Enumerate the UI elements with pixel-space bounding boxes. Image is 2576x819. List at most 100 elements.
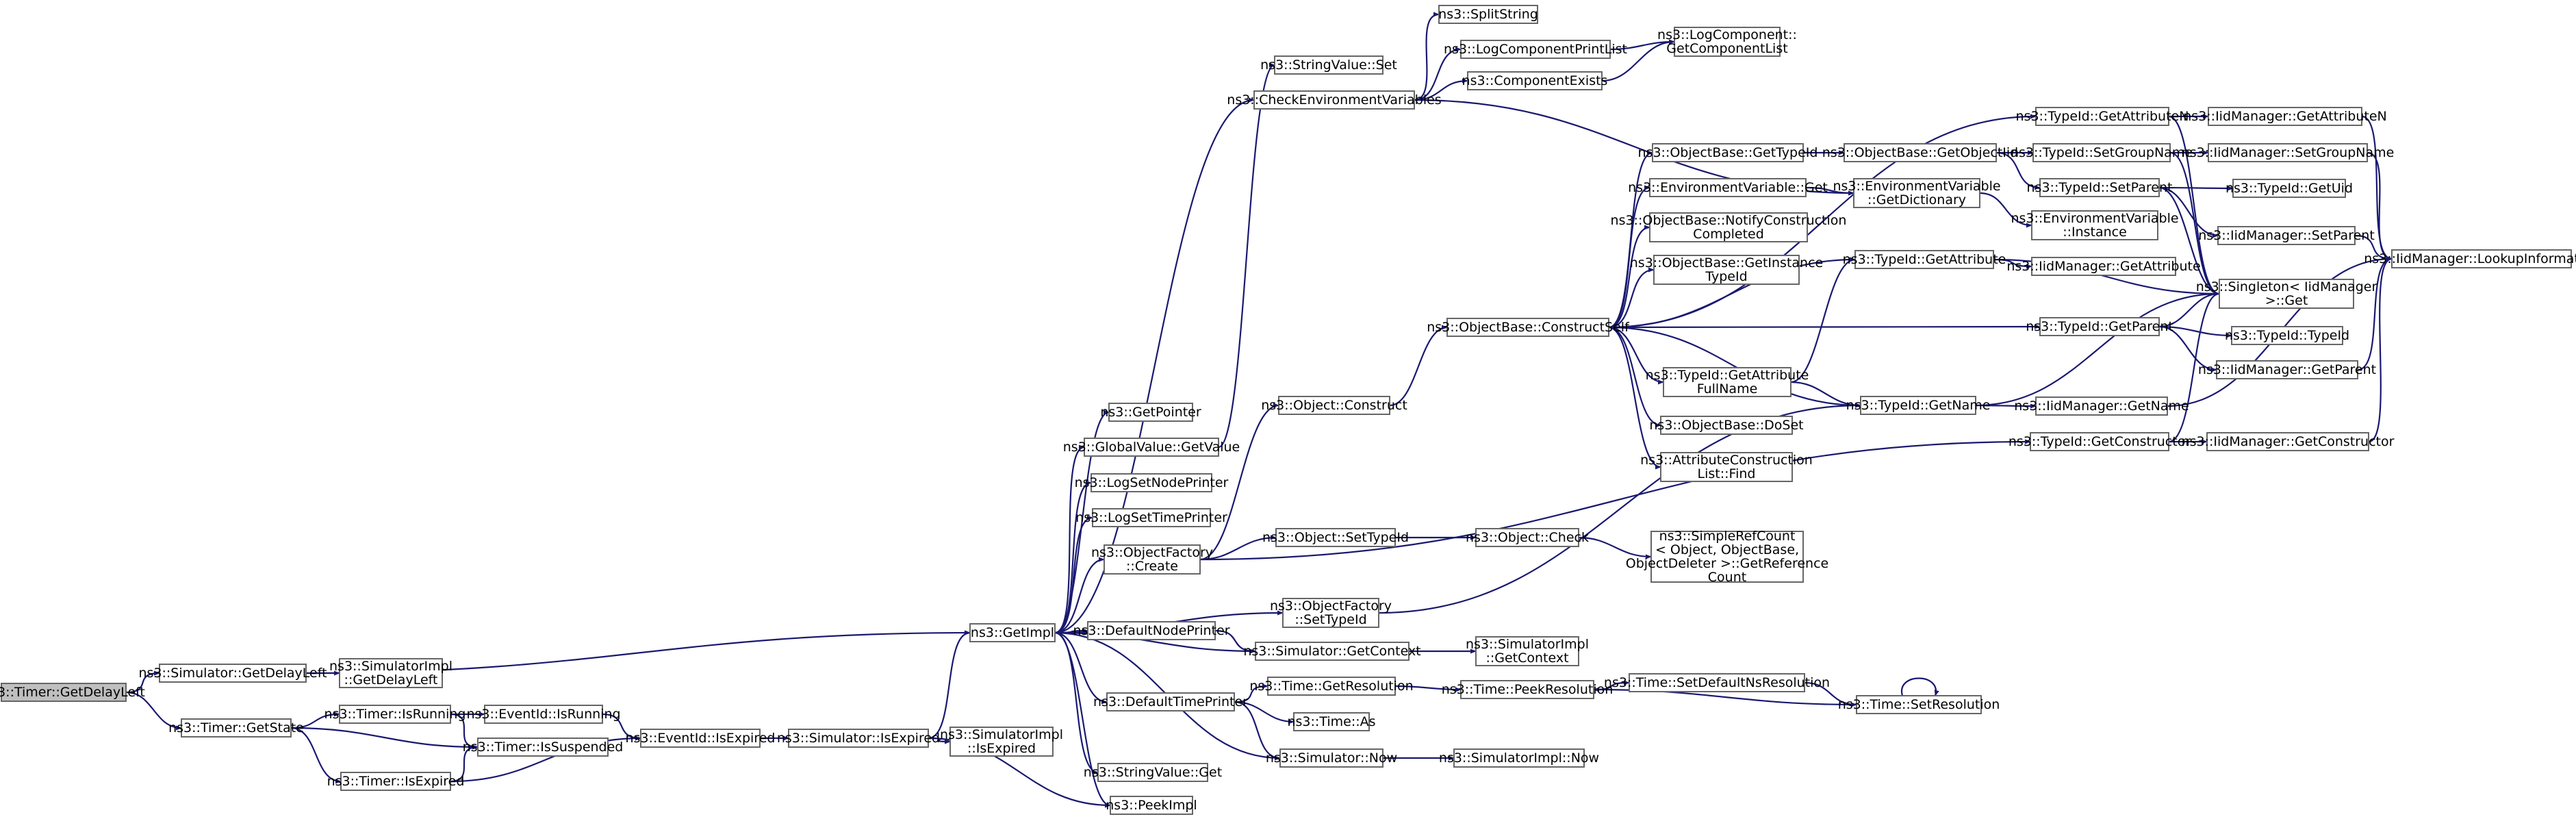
node-object_construct[interactable]: ns3::Object::Construct xyxy=(1261,396,1407,415)
node-componentexists[interactable]: ns3::ComponentExists xyxy=(1462,71,1608,90)
edge-typeid_getattrfullname-to-typeid_getattribute xyxy=(1790,257,1856,383)
node-logcomponentprintlist[interactable]: ns3::LogComponentPrintList xyxy=(1444,40,1627,59)
node-box xyxy=(1660,452,1793,482)
node-typeid_setparent[interactable]: ns3::TypeId::SetParent xyxy=(2027,178,2173,197)
node-defaulttimeprinter[interactable]: ns3::DefaultTimePrinter xyxy=(1093,692,1248,711)
node-object_check[interactable]: ns3::Object::Check xyxy=(1466,528,1589,547)
node-typeid_setgroupname[interactable]: ns3::TypeId::SetGroupName xyxy=(2011,143,2193,162)
node-box xyxy=(1853,178,1980,208)
edge-getimpl-to-checkenvvars xyxy=(1054,97,1255,634)
node-time_peekresolution[interactable]: ns3::Time::PeekResolution xyxy=(1442,680,1614,699)
node-time_getresolution[interactable]: ns3::Time::GetResolution xyxy=(1249,677,1414,696)
edge-checkenvvars-to-splitstring xyxy=(1414,12,1440,101)
node-box xyxy=(1663,367,1791,397)
node-objectfactory_settypeid[interactable]: ns3::ObjectFactory::SetTypeId xyxy=(1270,598,1392,628)
node-envvar_instance[interactable]: ns3::EnvironmentVariable::Instance xyxy=(2011,210,2179,240)
node-sim_isexpired[interactable]: ns3::Simulator::IsExpired xyxy=(777,729,940,748)
node-objectbase_notify[interactable]: ns3::ObjectBase::NotifyConstructionCompl… xyxy=(1611,212,1847,242)
node-singleton_get[interactable]: ns3::Singleton< IidManager >::Get xyxy=(2196,279,2377,309)
node-objectbase_constructself[interactable]: ns3::ObjectBase::ConstructSelf xyxy=(1427,318,1630,337)
node-typeid_getparent[interactable]: ns3::TypeId::GetParent xyxy=(2026,317,2173,336)
node-box xyxy=(2035,396,2168,416)
node-label: ns3::Simulator::GetContext xyxy=(1243,644,1420,659)
node-logcomponent_getlist[interactable]: ns3::LogComponent::GetComponentList xyxy=(1657,27,1797,57)
node-simplerefcount[interactable]: ns3::SimpleRefCount< Object, ObjectBase,… xyxy=(1626,529,1828,585)
node-typeid_getconstructor[interactable]: ns3::TypeId::GetConstructor xyxy=(2008,432,2191,451)
node-label: ns3::Simulator::IsExpired xyxy=(777,731,940,746)
node-defaultnodeprinter[interactable]: ns3::DefaultNodePrinter xyxy=(1073,621,1230,640)
node-typeid_typeid[interactable]: ns3::TypeId::TypeId xyxy=(2225,326,2349,345)
node-timer_isrunning[interactable]: ns3::Timer::IsRunning xyxy=(324,705,466,724)
edge-objectbase_constructself-to-typeid_getname xyxy=(1608,326,1861,408)
node-object_settypeid[interactable]: ns3::Object::SetTypeId xyxy=(1262,528,1409,547)
node-iid_getname[interactable]: ns3::IidManager::GetName xyxy=(2014,396,2189,416)
node-splitstring[interactable]: ns3::SplitString xyxy=(1438,5,1538,24)
node-box xyxy=(1650,531,1804,583)
node-label: ::Create xyxy=(1126,559,1178,574)
node-simimpl_getcontext[interactable]: ns3::SimulatorImpl::GetContext xyxy=(1466,636,1589,666)
node-eventid_isrunning[interactable]: ns3::EventId::IsRunning xyxy=(466,705,621,724)
node-typeid_getuid[interactable]: ns3::TypeId::GetUid xyxy=(2226,179,2353,198)
node-getpointer[interactable]: ns3::GetPointer xyxy=(1100,403,1201,422)
edge-timer_getdelayleft-to-timer_getstate xyxy=(125,691,182,731)
node-label: List::Find xyxy=(1698,466,1756,481)
node-iid_setgroupname[interactable]: ns3::IidManager::SetGroupName xyxy=(2182,143,2395,162)
node-timer_isexpired[interactable]: ns3::Timer::IsExpired xyxy=(327,772,465,791)
node-simimpl_isexpired[interactable]: ns3::SimulatorImpl::IsExpired xyxy=(940,727,1063,757)
node-stringvalue_get[interactable]: ns3::StringValue::Get xyxy=(1084,763,1222,782)
node-box xyxy=(1282,598,1379,628)
node-time_setdefaultnsresolution[interactable]: ns3::Time::SetDefaultNsResolution xyxy=(1604,673,1830,692)
node-objectbase_gettypeid[interactable]: ns3::ObjectBase::GetTypeId xyxy=(1638,143,1818,162)
node-stringvalue_set[interactable]: ns3::StringValue::Set xyxy=(1260,55,1397,75)
node-timer_getdelayleft[interactable]: ns3::Timer::GetDelayLeft xyxy=(0,683,145,702)
node-box xyxy=(484,705,603,724)
node-timer_issuspended[interactable]: ns3::Timer::IsSuspended xyxy=(463,738,624,757)
node-sim_getdelayleft[interactable]: ns3::Simulator::GetDelayLeft xyxy=(138,664,327,683)
node-label: ns3::Time::SetResolution xyxy=(1838,697,2000,712)
node-box xyxy=(1854,250,1994,269)
node-peekimpl[interactable]: ns3::PeekImpl xyxy=(1106,796,1197,815)
node-objectfactory_create[interactable]: ns3::ObjectFactory::Create xyxy=(1091,544,1213,575)
node-time_as[interactable]: ns3::Time::As xyxy=(1287,712,1376,731)
node-box xyxy=(788,729,929,748)
node-typeid_getname[interactable]: ns3::TypeId::GetName xyxy=(1846,396,1991,415)
node-objectbase_doset[interactable]: ns3::ObjectBase::DoSet xyxy=(1649,416,1804,435)
edge-timer_isrunning-to-timer_issuspended xyxy=(450,713,479,750)
node-box xyxy=(1674,27,1781,57)
node-label: ns3::TypeId::GetUid xyxy=(2226,181,2353,196)
node-typeid_getattribute[interactable]: ns3::TypeId::GetAttribute xyxy=(1843,250,2006,269)
node-iid_setparent[interactable]: ns3::IidManager::SetParent xyxy=(2198,226,2375,245)
node-getimpl[interactable]: ns3::GetImpl xyxy=(969,623,1056,642)
node-iid_getconstructor[interactable]: ns3::IidManager::GetConstructor xyxy=(2182,432,2395,451)
node-eventid_isexpired[interactable]: ns3::EventId::IsExpired xyxy=(626,729,776,748)
node-logsettimeprinter[interactable]: ns3::LogSetTimePrinter xyxy=(1075,508,1227,527)
node-iid_getattributen[interactable]: ns3::IidManager::GetAttributeN xyxy=(2183,107,2387,126)
node-timer_getstate[interactable]: ns3::Timer::GetState xyxy=(168,718,304,738)
node-sim_now[interactable]: ns3::Simulator::Now xyxy=(1266,748,1397,768)
node-envvar_get[interactable]: ns3::EnvironmentVariable::Get xyxy=(1628,178,1828,197)
node-checkenvvars[interactable]: ns3::CheckEnvironmentVariables xyxy=(1227,90,1442,110)
node-box xyxy=(1104,544,1201,575)
node-simimpl_now[interactable]: ns3::SimulatorImpl::Now xyxy=(1439,748,1599,768)
node-box xyxy=(2208,143,2368,162)
node-logsetnodeprinter[interactable]: ns3::LogSetNodePrinter xyxy=(1075,473,1229,492)
edge-typeid_getparent-to-singleton_get xyxy=(2158,291,2220,328)
node-sim_getcontext[interactable]: ns3::Simulator::GetContext xyxy=(1243,642,1421,661)
node-label: ns3::AttributeConstruction xyxy=(1640,453,1813,468)
node-objectbase_getobjectiid[interactable]: ns3::ObjectBase::GetObjectIid xyxy=(1822,143,2018,162)
node-envvar_getdictionary[interactable]: ns3::EnvironmentVariable::GetDictionary xyxy=(1833,178,2001,208)
node-iid_getattribute[interactable]: ns3::IidManager::GetAttribute xyxy=(2006,257,2201,276)
edge-iid_setparent-to-iid_lookupinformation xyxy=(2354,234,2393,262)
node-globalvalue_getvalue[interactable]: ns3::GlobalValue::GetValue xyxy=(1063,438,1240,457)
node-label: ns3::ObjectBase::GetObjectIid xyxy=(1822,145,2018,160)
node-typeid_getattributen[interactable]: ns3::TypeId::GetAttributeN xyxy=(2016,107,2189,126)
node-label: ns3::Time::GetResolution xyxy=(1249,679,1413,694)
node-time_setresolution[interactable]: ns3::Time::SetResolution xyxy=(1838,695,2000,714)
node-iid_getparent[interactable]: ns3::IidManager::GetParent xyxy=(2198,360,2376,379)
node-iid_lookupinformation[interactable]: ns3::IidManager::LookupInformation xyxy=(2364,249,2576,268)
node-simimpl_getdelayleft[interactable]: ns3::SimulatorImpl::GetDelayLeft xyxy=(329,658,452,688)
node-label: ns3::SimulatorImpl xyxy=(1466,637,1589,652)
